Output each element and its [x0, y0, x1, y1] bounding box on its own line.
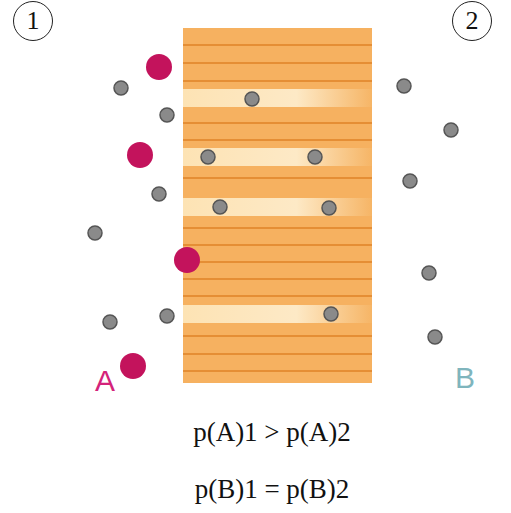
pressure-relation: p(B)1 = p(B)2 [195, 476, 350, 503]
number-circle: 2 [452, 1, 492, 41]
molecule-label: B [455, 363, 475, 393]
molecule-label: A [95, 366, 115, 396]
callout-number: 1 [27, 8, 40, 34]
membrane-stripes [183, 45, 372, 371]
molecules-a [120, 54, 200, 379]
number-circle: 1 [13, 1, 53, 41]
pressure-relation: p(A)1 > p(A)2 [193, 419, 351, 446]
molecules-b [88, 79, 458, 344]
membrane [183, 28, 372, 383]
callout-number: 2 [466, 8, 479, 34]
membrane-pores [183, 89, 372, 323]
